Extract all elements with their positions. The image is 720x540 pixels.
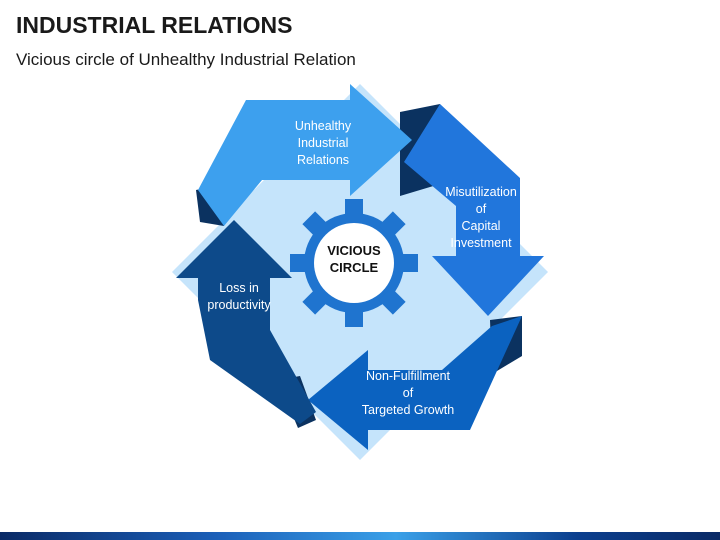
arrow-loss-productivity bbox=[176, 220, 316, 424]
gear-icon bbox=[290, 199, 418, 327]
center-label-line2: CIRCLE bbox=[329, 260, 379, 275]
page-subtitle: Vicious circle of Unhealthy Industrial R… bbox=[16, 50, 356, 69]
arrow-unhealthy-relations bbox=[198, 84, 412, 226]
step-label-loss-productivity: Loss in productivity bbox=[207, 281, 271, 312]
page-title: INDUSTRIAL RELATIONS bbox=[16, 12, 293, 38]
step-label-misutilization: Misutilization of Capital Investment bbox=[445, 185, 517, 250]
center-label-line1: VICIOUS bbox=[327, 243, 381, 258]
step-label-unhealthy-relations: Unhealthy Industrial Relations bbox=[294, 119, 352, 167]
center-label: VICIOUS CIRCLE bbox=[306, 242, 402, 276]
arrow-non-fulfillment bbox=[308, 316, 522, 450]
arrow-misutilization bbox=[404, 104, 544, 316]
footer-bar bbox=[0, 532, 720, 540]
step-label-non-fulfillment: Non-Fulfillment of Targeted Growth bbox=[361, 369, 455, 417]
